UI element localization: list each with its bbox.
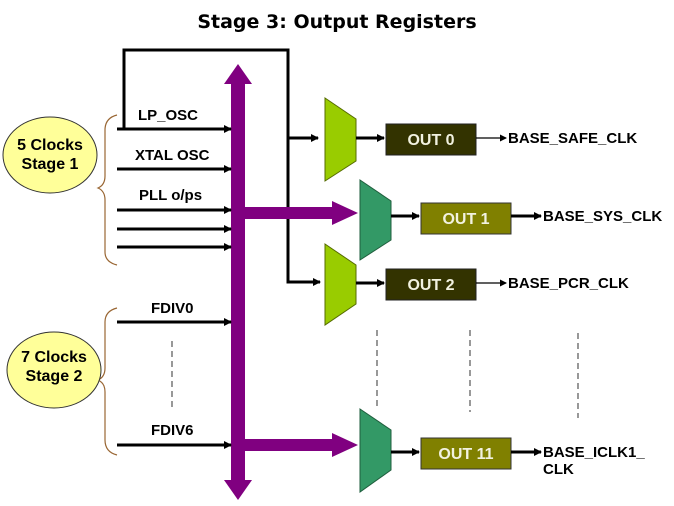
register-out11-label: OUT 11: [438, 446, 493, 463]
group-ellipse-stage2: [6, 331, 102, 409]
lp-osc-route-line: [122, 48, 318, 284]
brace-stage1: [96, 114, 118, 266]
register-out11: [420, 437, 512, 470]
group-label-stage2-line2: Stage 2: [26, 368, 83, 385]
register-out0: [385, 123, 477, 156]
bus-arrow-up: [224, 64, 252, 84]
input-label-lp-osc: LP_OSC: [138, 107, 198, 124]
signal-base-sys-clk: BASE_SYS_CLK: [543, 208, 662, 225]
bus-arrow-down: [224, 480, 252, 500]
group-ellipse-stage1: [2, 116, 98, 194]
register-out2-label: OUT 2: [407, 277, 454, 294]
signal-base-iclk1-clk-line2: CLK: [543, 461, 574, 478]
diagram-title: Stage 3: Output Registers: [197, 11, 476, 33]
mux-2: [324, 243, 357, 326]
bus-branch-arrow-out11: [332, 433, 358, 457]
brace-stage2: [96, 307, 118, 456]
signal-base-iclk1-clk-line1: BASE_ICLK1_: [543, 444, 645, 461]
mux-11: [359, 408, 392, 493]
input-label-fdiv0: FDIV0: [151, 300, 194, 317]
register-out2: [385, 268, 477, 301]
bus-branch-out11: [245, 439, 333, 451]
bus-branch-arrow-out1: [332, 201, 358, 225]
mux-0: [324, 97, 357, 182]
signal-base-pcr-clk: BASE_PCR_CLK: [508, 275, 629, 292]
group-label-stage2-line1: 7 Clocks: [21, 349, 87, 366]
signal-base-safe-clk: BASE_SAFE_CLK: [508, 130, 637, 147]
input-label-xtal-osc: XTAL OSC: [135, 147, 210, 164]
register-out0-label: OUT 0: [407, 132, 454, 149]
mux-1: [359, 179, 392, 261]
group-label-stage1-line2: Stage 1: [22, 156, 79, 173]
clock-bus: [231, 82, 245, 482]
bus-branch-out1: [245, 207, 333, 219]
input-label-pll: PLL o/ps: [139, 187, 202, 204]
register-out1-label: OUT 1: [442, 211, 489, 228]
group-label-stage1-line1: 5 Clocks: [17, 137, 83, 154]
register-out1: [420, 202, 512, 235]
input-label-fdiv6: FDIV6: [151, 422, 194, 439]
